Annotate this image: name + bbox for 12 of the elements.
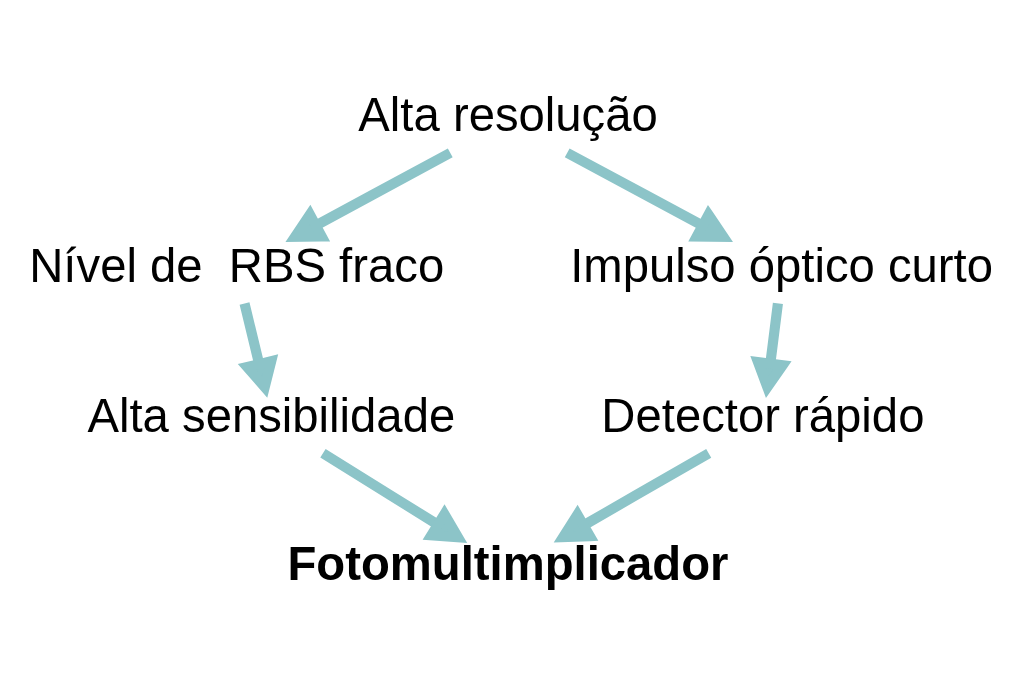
node-text: Fotomultimplicador — [286, 536, 728, 590]
node-text: Nível de RBS fraco — [28, 238, 444, 292]
arrow — [564, 147, 733, 242]
node-text: Alta sensibilidade — [86, 388, 455, 442]
node-text: Impulso óptico curto — [569, 238, 993, 292]
arrow — [237, 301, 278, 398]
arrow — [749, 302, 792, 398]
arrow — [319, 448, 467, 543]
node-text: Detector rápido — [600, 388, 924, 442]
node-text: Alta resolução — [357, 87, 658, 141]
arrow — [553, 448, 711, 543]
arrow — [284, 147, 453, 242]
